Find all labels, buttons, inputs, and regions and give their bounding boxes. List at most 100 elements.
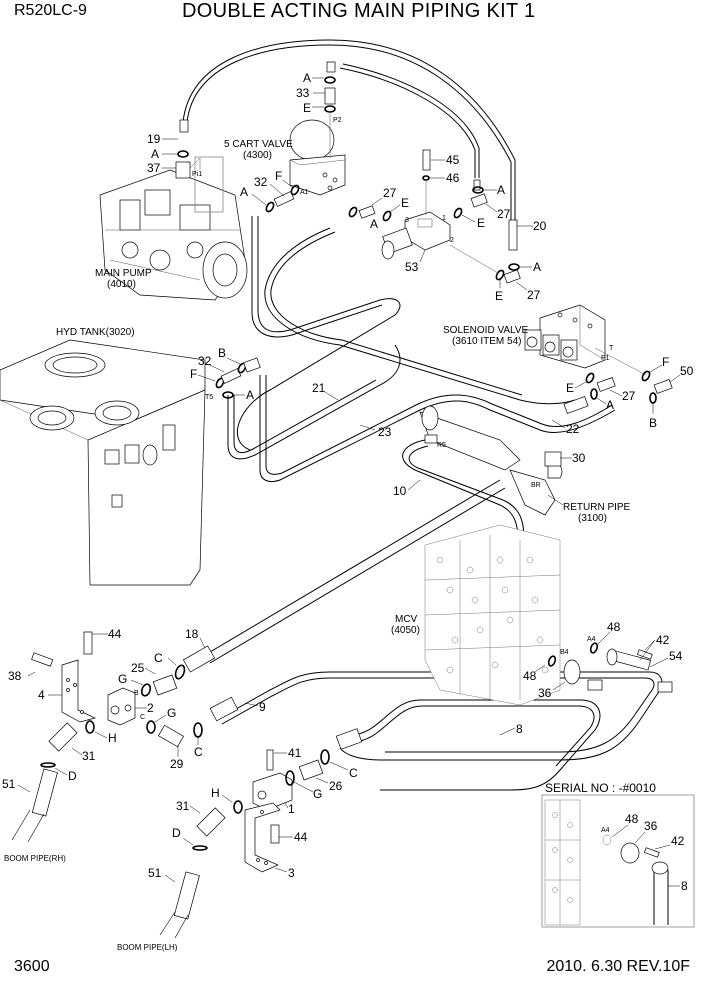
hose-18	[182, 479, 506, 673]
o-ring-g	[146, 720, 156, 734]
letter-a: A	[533, 260, 541, 274]
o-ring-a	[222, 391, 234, 399]
o-ring-a	[265, 201, 275, 213]
o-ring-e	[324, 105, 336, 113]
letter-a: A	[303, 71, 311, 85]
bolt-41	[266, 749, 274, 771]
callout-54: 54	[669, 649, 683, 663]
callout-51: 51	[2, 777, 16, 791]
elbow-27	[596, 377, 616, 392]
label-cart-valve: 5 CART VALVE	[224, 139, 293, 150]
elbow-30	[544, 451, 562, 467]
bolt-38	[31, 652, 54, 667]
bracket-4	[61, 659, 97, 723]
callout-45: 45	[446, 153, 460, 167]
callout-4: 4	[38, 688, 45, 702]
callout-3: 3	[288, 866, 295, 880]
washer-46	[422, 175, 430, 181]
callout-31: 31	[82, 749, 96, 763]
cart-valve	[289, 119, 346, 196]
port-r5: R5	[437, 442, 446, 449]
letter-f: F	[190, 367, 197, 381]
hose-9	[209, 671, 663, 761]
block-1	[252, 772, 293, 811]
label-hyd-tank: HYD TANK(3020)	[56, 327, 135, 338]
port-p1: P1	[601, 355, 610, 362]
callout-42: 42	[656, 633, 670, 647]
o-ring-f	[641, 370, 651, 382]
label-solenoid-valve-code: (3610 ITEM 54)	[452, 336, 521, 347]
bolt-45	[422, 149, 431, 171]
o-ring-a	[508, 263, 520, 271]
bolt-44	[83, 631, 93, 655]
fitting-20-top	[473, 179, 481, 191]
letter-g: G	[167, 706, 176, 720]
o-ring-a	[590, 388, 598, 400]
elbow-54	[657, 681, 673, 693]
port-2: 2	[450, 237, 454, 244]
o-ring-h	[233, 800, 243, 814]
label-solenoid-valve: SOLENOID VALVE	[443, 325, 529, 336]
block-2	[107, 687, 136, 726]
elbow-29	[157, 724, 185, 748]
o-ring-g	[285, 770, 295, 786]
letter-a: A	[497, 183, 505, 197]
callout-46: 46	[446, 171, 460, 185]
port-b: B	[134, 690, 139, 697]
hose-23	[259, 375, 616, 483]
label-mcv-code: (4050)	[391, 625, 420, 636]
inset-callout-48: 48	[625, 812, 639, 826]
callout-20: 20	[533, 219, 547, 233]
valve-53	[381, 211, 451, 260]
hose-upper-arc	[182, 39, 516, 250]
callout-48: 48	[523, 669, 537, 683]
port-1: 1	[442, 215, 446, 222]
port-t: T	[609, 345, 614, 352]
callout-23: 23	[378, 425, 392, 439]
model-number: R520LC-9	[14, 2, 87, 19]
fitting-top	[326, 61, 336, 73]
inset-serial	[541, 794, 695, 928]
boom-pipe-rh	[11, 768, 58, 843]
port-t5: T5	[205, 394, 213, 401]
inset-title: SERIAL NO : -#0010	[545, 781, 656, 795]
o-ring-g	[140, 683, 152, 697]
adapter-25	[152, 674, 178, 696]
o-ring-a	[472, 186, 484, 194]
label-cart-valve-code: (4300)	[243, 150, 272, 161]
o-ring-c	[174, 664, 186, 680]
tee-33	[324, 87, 336, 105]
letter-g: G	[118, 672, 127, 686]
callout-19: 19	[147, 132, 161, 146]
letter-d: D	[172, 826, 181, 840]
letter-a: A	[240, 185, 248, 199]
inset-callout-36: 36	[644, 819, 658, 833]
o-ring-c	[320, 749, 330, 765]
callout-26: 26	[329, 779, 343, 793]
fitting-19	[179, 119, 189, 133]
callout-29: 29	[170, 757, 184, 771]
o-ring-e	[495, 269, 505, 281]
split-flange-36	[563, 659, 581, 685]
page-number: 3600	[14, 958, 50, 975]
hose-21	[237, 216, 401, 451]
callout-21: 21	[312, 381, 326, 395]
bracket-3	[244, 802, 281, 873]
callout-8: 8	[516, 722, 523, 736]
callout-36: 36	[538, 686, 552, 700]
o-ring-a	[177, 150, 189, 158]
port-c: C	[140, 714, 145, 721]
elbow-27	[470, 193, 488, 208]
callout-37: 37	[147, 161, 161, 175]
callout-53: 53	[405, 260, 419, 274]
inset-callout-8: 8	[681, 879, 688, 893]
callout-32: 32	[254, 175, 268, 189]
callout-50: 50	[680, 364, 694, 378]
port-a4: A4	[587, 636, 596, 643]
letter-b: B	[218, 346, 226, 360]
o-ring-d	[40, 762, 56, 768]
letter-c: C	[154, 651, 163, 665]
callout-27: 27	[622, 389, 636, 403]
letter-e: E	[303, 101, 311, 115]
